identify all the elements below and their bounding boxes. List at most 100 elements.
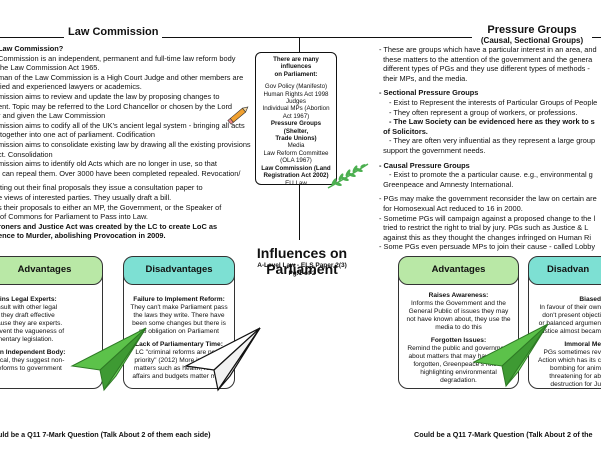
lc-footer: uld be a Q11 7-Mark Question (Talk About… [0,430,211,439]
subtitle-page: Pg.1 of 2 [288,270,316,277]
law-commission-line: t can repeal them. Over 3000 have been c… [0,168,241,178]
lc-advantage-line: ecause they are experts. [0,320,63,327]
pg-intro-line: these matters to the attention of the go… [379,54,593,64]
pg-sectional-line: - They are often very influential as the… [389,136,596,146]
lc-advantage-line: olitical, they suggest non- [0,357,65,364]
pg-advantage-line: degradation. [440,377,477,384]
lc-disadvantage-line: Lack of Parliamentary Time: [135,341,223,348]
pg-more-line: tried to restrict the right to trial by … [379,223,589,233]
pg-disadvantage-line: bombing for anim [550,365,601,372]
pg-more-line: against this as they thought the changes… [379,232,591,242]
pg-sectional-line: support the government needs. [379,145,486,155]
lc-advantage-line: rts, they draft effective [0,312,55,319]
lc-disadvantage-line: Failure to Implement Reform: [133,296,225,303]
pressure-groups-heading: Pressure Groups [487,24,577,36]
influence-line: Gov Policy (Manifesto) [264,83,328,91]
pressure-groups-heading-block: Pressure Groups (Causal, Sectional Group… [472,24,592,45]
law-commission-line: mission aims to consolidate existing law… [0,139,251,149]
pg-footer: Could be a Q11 7-Mark Question (Talk Abo… [414,430,593,439]
pg-causal-line: - Exist to promote the a particular caus… [389,170,593,180]
pg-disadvantage-line: destruction for Ju [550,381,601,388]
pg-advantage-line: not have known about, they use the [406,316,511,323]
influence-line: Registration Act 2002) [263,172,329,180]
pg-advantage-line: about matters that may have been [408,353,509,360]
lc-disadvantage-line: the laws they write. There have [133,312,225,319]
influence-line: Pressure Groups (Shelter, [270,120,322,135]
pg-more-line: - PGs may make the government reconsider… [379,194,597,204]
lc-advantages-body: ntains Legal Experts:consult with other … [0,296,98,373]
pg-advantage-line: General Public of issues they may [408,308,509,315]
pg-disadvantage-line: or balanced argumen [538,320,601,327]
law-commission-line: fied and experienced lawyers or academic… [0,82,142,92]
influence-line: on Parliament: [274,70,318,78]
law-commission-line: roners and Justice Act was created by th… [0,221,218,231]
pg-more-line: - Some PGs even persuade MPs to join the… [379,242,596,252]
law-commission-line: r and given the Law Commission [0,111,106,121]
pg-more-line: - Sometime PGs will campaign against a p… [379,213,596,223]
connector-line-down [299,37,301,53]
influence-line: Judges [286,98,306,106]
pg-disadvantage-line: Justice almost becam [537,328,601,335]
influence-line: There are many influences [273,56,319,71]
main-subtitle: A-Level Law - ELS Paper 2(3) Pg.1 of 2 [222,262,382,278]
pg-sectional-line: - Exist to Represent the interests of Pa… [389,97,598,107]
law-commission-line: s their proposals to either an MP, the G… [0,202,222,212]
influence-line: Media [287,142,305,150]
influence-line: Individual MPs (Abortion [262,105,330,113]
law-commission-line: mission aims to codify all of the UK's a… [0,120,245,130]
law-commission-heading: Law Commission [64,26,163,38]
connector-line-right [300,37,601,39]
pg-advantage-line: media to do this [435,324,482,331]
pg-causal-line: Greenpeace and Amnesty International. [379,179,514,189]
lc-advantage-line: ntains Legal Experts: [0,296,57,303]
pg-causal-title-line: - Causal Pressure Groups [379,160,470,170]
connector-line-bottom [299,185,301,240]
pg-intro-line: different types of PGs and they use diff… [379,64,590,74]
law-commission-line: Commission is an independent, permanent … [0,53,236,63]
influence-line: EU Law [285,179,307,187]
pg-advantage-line: Raises Awareness: [428,292,489,299]
law-commission-line: e views of interested parties. They usua… [0,192,172,202]
pressure-groups-text: - These are groups which have a particul… [379,45,601,252]
pg-disadvantage-line: Action which has its c [537,357,601,364]
pencil-icon [227,106,249,125]
pg-disadvantage-line: don't present objecti [542,312,601,319]
law-commission-text: Law Commission?Commission is an independ… [0,44,298,241]
law-commission-line: ence to Murder, abolishing Provocation i… [0,231,166,241]
pg-sectional-line: of Solicitors. [379,126,428,136]
influence-line: Trade Unions) [275,135,317,143]
influence-line: Law Reform Committee [263,149,329,157]
pg-disadvantage-line: threatening for ab [549,373,601,380]
main-title: Influences on Parliament [256,245,348,277]
paper-plane-green-icon [70,327,147,392]
law-commission-line: man of the Law Commission is a High Cour… [0,72,244,82]
lc-disadvantages-header: Disadvantages [123,256,235,285]
pg-advantage-line: Forgotten Issues: [430,337,487,344]
law-commission-line: mission aims to review and update the la… [0,91,220,101]
lc-advantage-line: consult with other legal [0,304,58,311]
law-commission-line: together into one act of parliament. Cod… [0,130,155,140]
pg-advantage-line: Informs the Government and the [411,300,506,307]
pg-disadvantage-line: Immoral Me [564,341,601,348]
pg-disadvantage-line: In favour of their own [539,304,601,311]
influence-line: (OLA 1967) [280,157,312,165]
lc-advantage-line: prevent the vagueness of [0,328,65,335]
lc-disadvantage-line: been some changes but there is [132,320,226,327]
pg-sectional-line: - They often represent a group of worker… [389,107,578,117]
law-commission-line: the Law Commission Act 1965. [0,63,100,73]
subtitle-paper: A-Level Law - ELS Paper 2(3) [257,262,347,269]
influence-line: Human Rights Act 1998 [263,90,329,98]
pg-advantage-line: highlighting environmental [420,369,497,376]
paper-plane-green-right-icon [472,323,549,388]
law-commission-line: mission aims to identify old Acts which … [0,159,217,169]
lc-advantage-line: liamentary legislation. [0,336,54,343]
pg-advantage-line: Remind the public and government [407,345,510,352]
pg-advantages-body: Raises Awareness:Informs the Government … [400,292,517,385]
pg-disadvantage-line: PGs sometimes rev [543,349,601,356]
law-commission-line: ct. Consolidation [0,149,53,159]
pg-disadvantage-line: Biased [579,296,601,303]
pressure-groups-subheading: (Causal, Sectional Groups) [480,36,584,45]
law-commission-line: ent. Topic may be referred to the Lord C… [0,101,233,111]
